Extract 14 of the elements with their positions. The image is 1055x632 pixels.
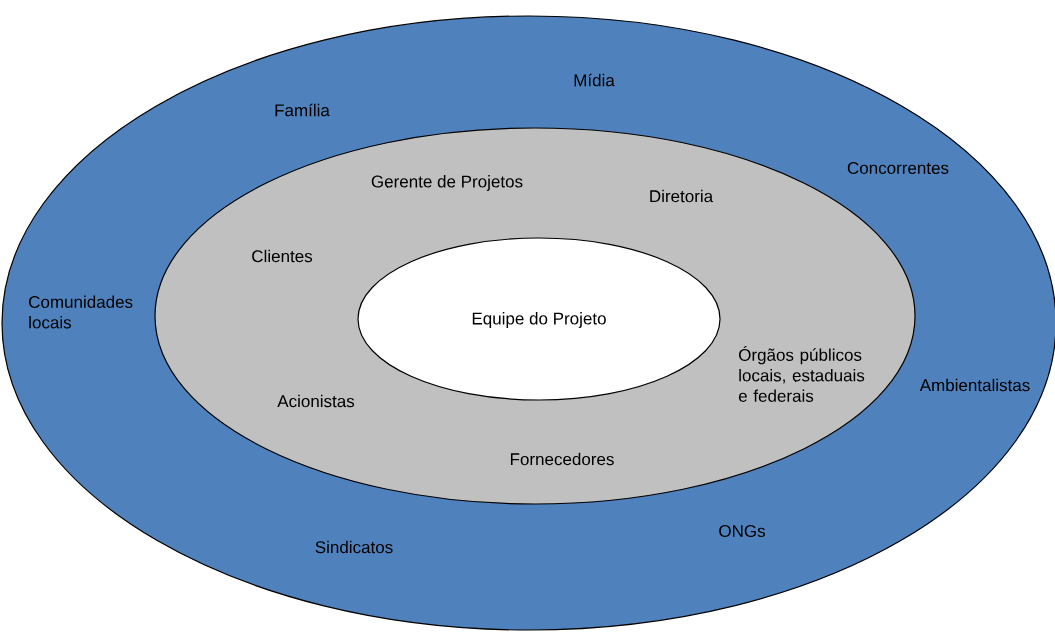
stakeholder-label: Gerente de Projetos (371, 175, 523, 191)
stakeholder-label: Comunidades locais (29, 295, 133, 329)
stakeholder-label: Clientes (252, 249, 313, 263)
stakeholder-label: Fornecedores (510, 452, 614, 466)
stakeholder-label: Diretoria (650, 189, 714, 203)
stakeholder-label: Órgãos públicos locais, estaduais e federais (738, 346, 865, 402)
stakeholder-label: Acionistas (277, 394, 355, 408)
stakeholder-label: Mídia (574, 73, 615, 87)
stakeholder-label: Concorrentes (847, 161, 949, 174)
stakeholder-label: Família (275, 103, 330, 117)
stakeholder-label: ONGs (719, 525, 765, 537)
stakeholder-label: Equipe do Projeto (472, 312, 606, 328)
stakeholder-label: Sindicatos (315, 540, 393, 554)
stakeholder-label: Ambientalistas (919, 378, 1030, 392)
